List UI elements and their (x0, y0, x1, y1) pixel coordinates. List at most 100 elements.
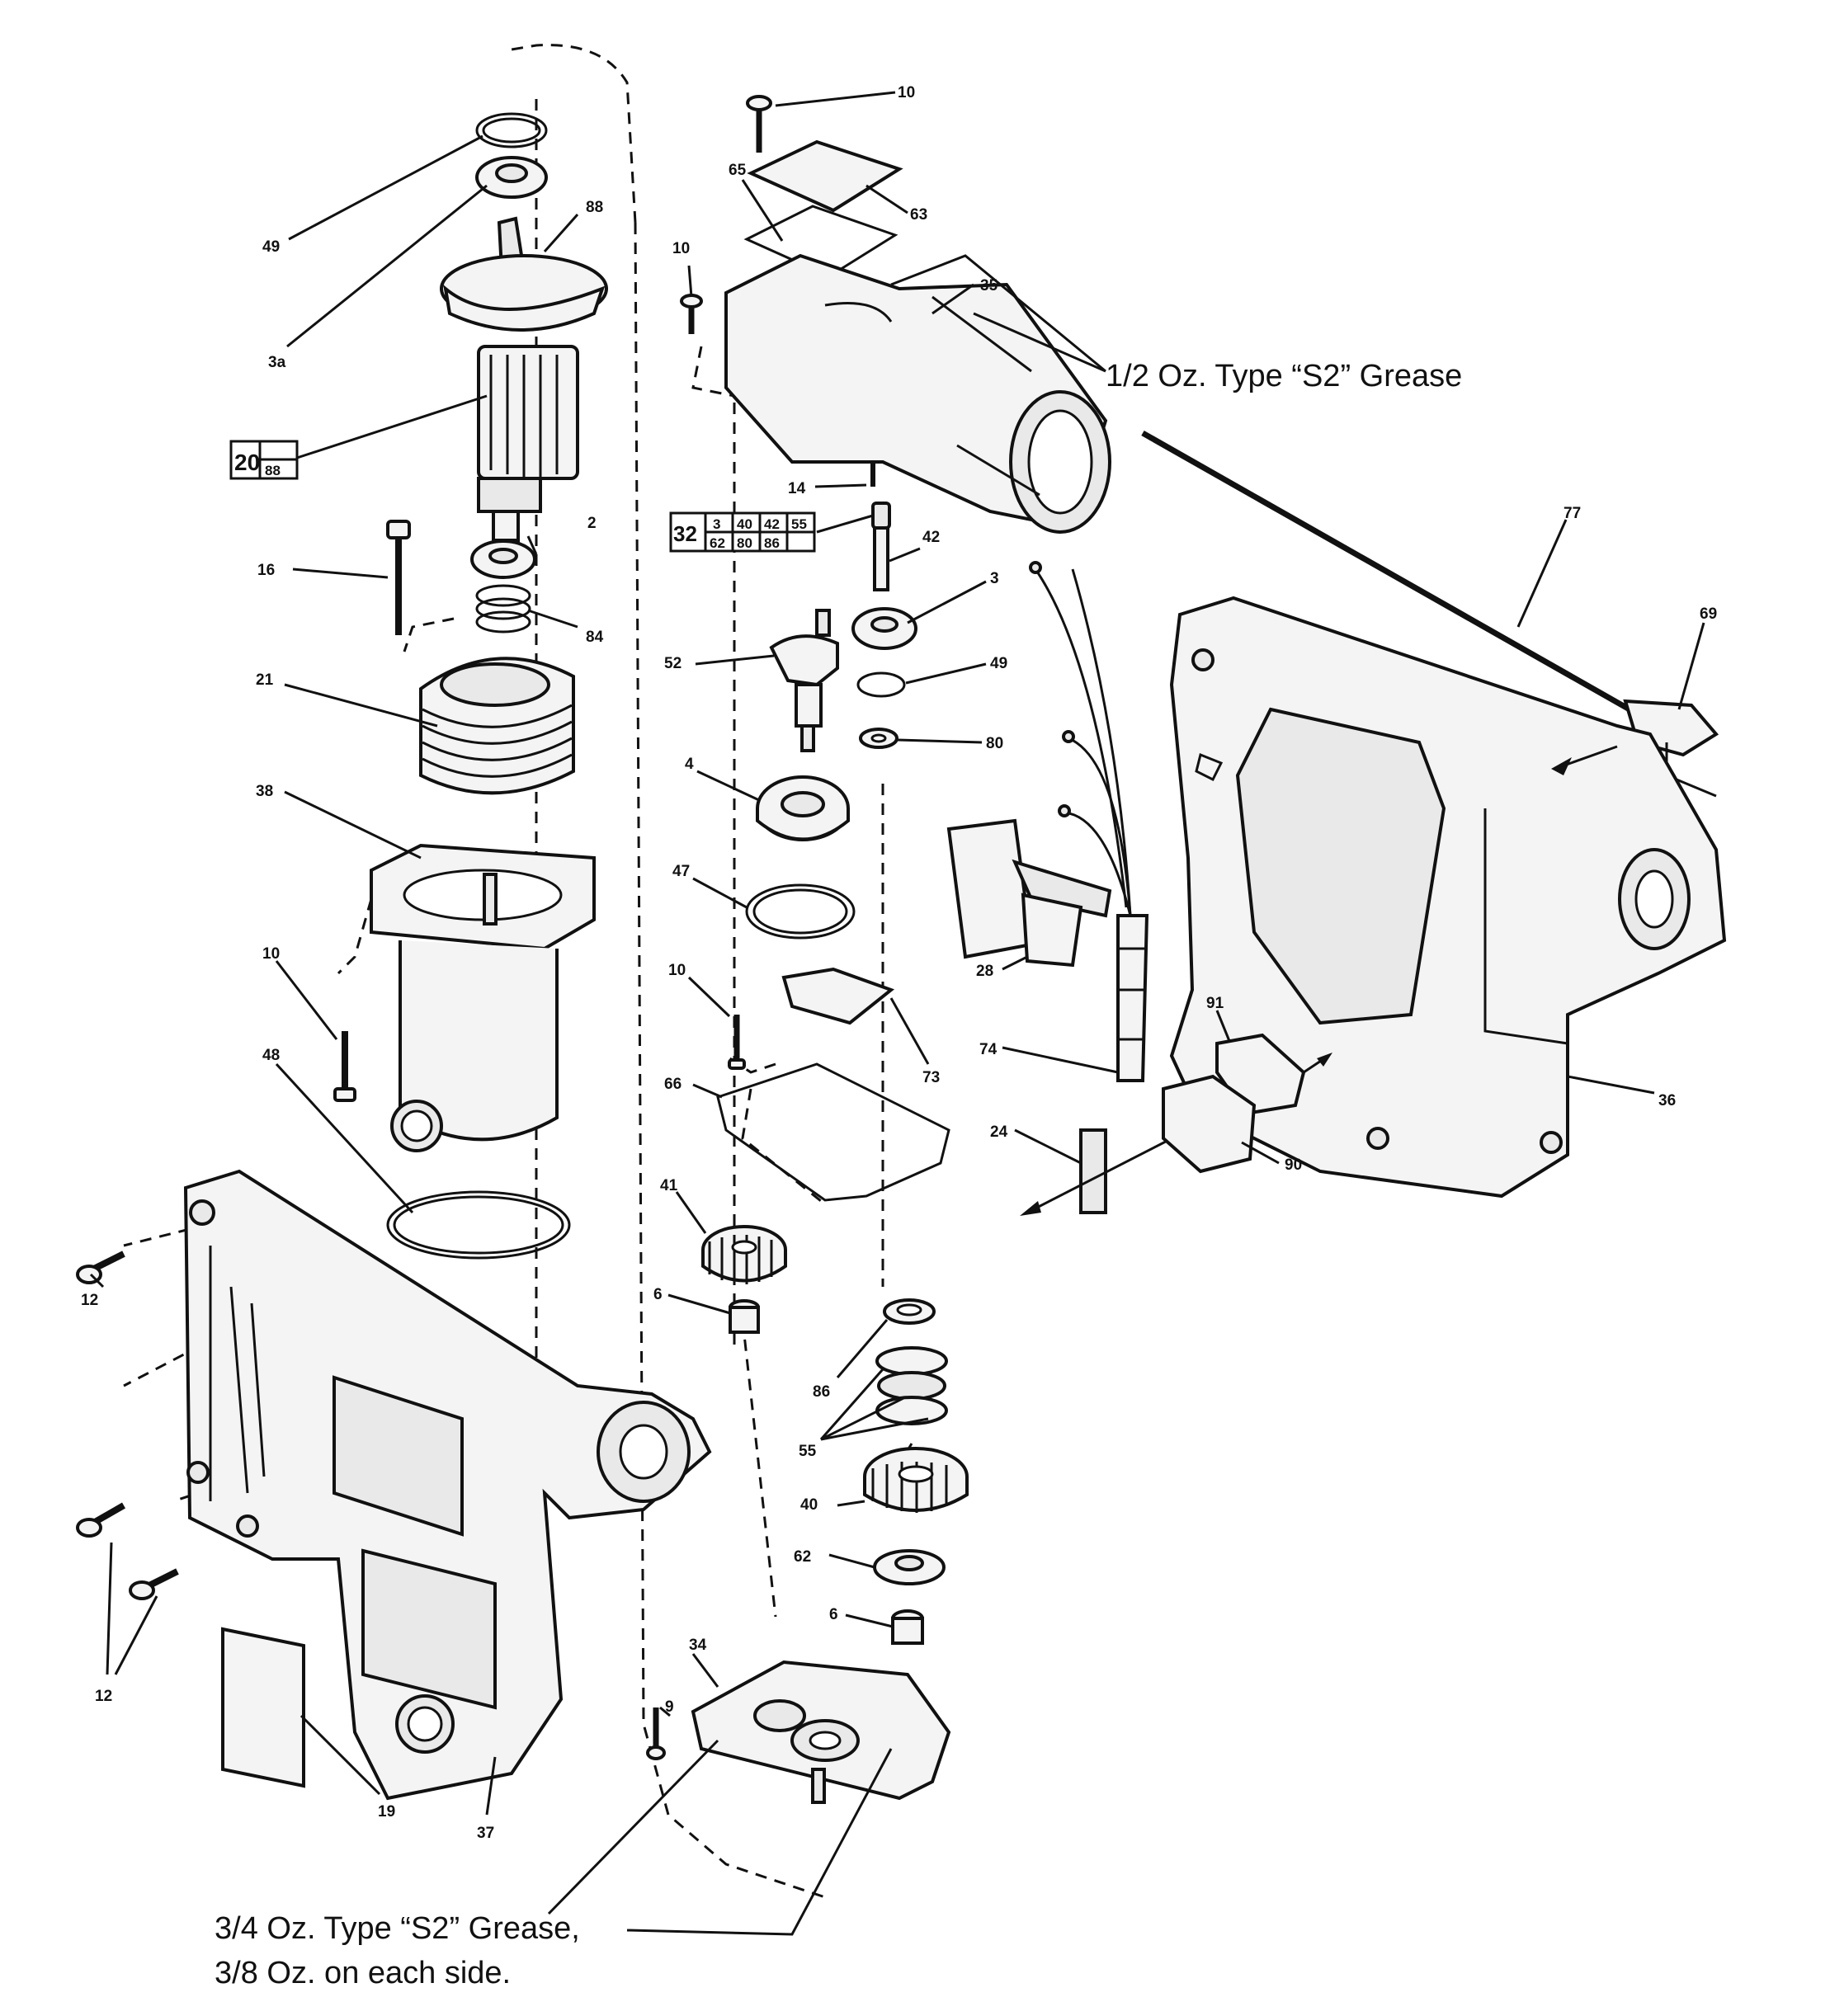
callout-66: 66 (664, 1076, 682, 1093)
callout-38: 38 (256, 783, 273, 800)
callout-37: 37 (477, 1825, 494, 1842)
part-10-screw-upper-left (680, 294, 703, 334)
note-top-grease: 1/2 Oz. Type “S2” Grease (1106, 359, 1462, 393)
callout-49: 49 (262, 238, 280, 256)
part-55-clutch-springs (875, 1346, 948, 1425)
kit-box-20-main: 20 (234, 450, 260, 475)
arrow-to-housing (1551, 745, 1618, 775)
part-84-spring (475, 584, 531, 634)
callout-21: 21 (256, 671, 274, 689)
callout-47: 47 (672, 863, 690, 880)
part-74-cord-protector (1116, 914, 1149, 1082)
callout-91: 91 (1206, 995, 1224, 1012)
note-bottom-grease-line1: 3/4 Oz. Type “S2” Grease, (215, 1911, 580, 1946)
kit-box-32-r2c2: 80 (737, 535, 752, 551)
callout-74: 74 (979, 1041, 998, 1058)
part-90-brush (1162, 1074, 1257, 1174)
callout-80: 80 (986, 735, 1003, 752)
part-63-cover-plate (747, 139, 903, 213)
callout-48: 48 (262, 1047, 280, 1064)
callout-10-upper: 10 (672, 240, 690, 257)
part-9-screw (646, 1707, 666, 1760)
part-10-screw-center (728, 1015, 746, 1070)
part-19-label (221, 1627, 305, 1788)
kit-box-20-88: 20 88 (229, 440, 299, 480)
part-35-gear-housing (724, 253, 1111, 534)
part-10-screw-left (333, 1031, 356, 1102)
callout-numbers: 49 3a 88 2 16 84 21 38 10 48 12 12 19 37… (81, 84, 1717, 1842)
callout-6-upper: 6 (653, 1286, 663, 1303)
callout-12-bottom: 12 (95, 1688, 112, 1705)
part-3a-bearing (475, 156, 548, 199)
kit-box-32-r1c1: 3 (713, 516, 720, 532)
callout-40: 40 (800, 1496, 818, 1514)
part-49-ring (856, 671, 906, 698)
kit-box-32-r1c4: 55 (791, 516, 807, 532)
callout-55: 55 (799, 1443, 817, 1460)
arrow-cord-out (1020, 1128, 1189, 1216)
part-6-sleeve-upper (729, 1299, 760, 1334)
callout-63: 63 (910, 206, 927, 224)
kit-box-32-r2c3: 86 (764, 535, 780, 551)
callout-10-center: 10 (668, 962, 686, 979)
callout-16: 16 (257, 562, 275, 579)
part-47-ring (745, 883, 856, 940)
callout-34: 34 (689, 1637, 707, 1654)
part-73-plate (781, 967, 895, 1025)
cord-wires (1029, 561, 1132, 916)
part-12-screw-low (129, 1568, 179, 1600)
kit-box-32-main: 32 (673, 521, 697, 546)
part-2-bearing (470, 539, 536, 579)
callout-84: 84 (586, 629, 604, 646)
kit-box-32-r1c3: 42 (764, 516, 780, 532)
callout-2: 2 (587, 515, 597, 532)
callout-69: 69 (1700, 605, 1717, 623)
part-66-gasket (716, 1062, 950, 1202)
callout-6-lower: 6 (829, 1606, 838, 1623)
part-80-washer (859, 728, 898, 749)
callout-3: 3 (990, 570, 999, 587)
callout-19: 19 (378, 1803, 395, 1821)
part-37-handle-housing (183, 1169, 712, 1801)
part-12-screw-mid (76, 1502, 125, 1538)
part-49-retaining-ring (475, 112, 548, 148)
part-41-gear (701, 1225, 787, 1284)
part-52-gear-shaft (769, 609, 839, 752)
part-62-clutch (873, 1549, 946, 1585)
part-6-sleeve-lower (891, 1609, 924, 1645)
callout-12-top: 12 (81, 1292, 98, 1309)
part-36-handle-housing (1169, 596, 1727, 1199)
part-34-gear-case-bottom (691, 1660, 951, 1804)
kit-box-32-r1c2: 40 (737, 516, 752, 532)
kit-box-20-sub: 88 (265, 463, 281, 478)
callout-9: 9 (665, 1698, 674, 1716)
callout-3a: 3a (268, 354, 286, 371)
leader-lines (89, 91, 1705, 1936)
callout-14: 14 (788, 480, 806, 497)
callout-65: 65 (729, 162, 747, 179)
callout-10-top: 10 (898, 84, 915, 101)
callout-35: 35 (980, 277, 998, 294)
part-3-bearing (851, 607, 917, 650)
part-38-motor-housing (370, 843, 596, 1152)
callout-73: 73 (922, 1069, 940, 1086)
part-21-field (419, 657, 575, 795)
callout-88: 88 (586, 199, 603, 216)
arrow-brush (1303, 1053, 1332, 1074)
part-48-gasket (386, 1190, 571, 1260)
part-42-shaft (871, 502, 891, 591)
note-bottom-grease-line2: 3/8 Oz. on each side. (215, 1956, 511, 1990)
part-16-screw (386, 520, 411, 635)
callout-24: 24 (990, 1123, 1008, 1141)
part-24-cord (1079, 1128, 1107, 1214)
callout-77: 77 (1564, 505, 1581, 522)
part-40-gear (863, 1447, 969, 1513)
kit-box-32: 32 3 40 42 55 62 80 86 (669, 511, 816, 553)
part-86-washer (883, 1298, 936, 1325)
callout-41: 41 (660, 1177, 678, 1194)
part-12-screw-top (76, 1251, 125, 1284)
callout-49-center: 49 (990, 655, 1007, 672)
callout-10-left: 10 (262, 945, 280, 963)
callout-90: 90 (1285, 1156, 1302, 1174)
callout-42: 42 (922, 529, 940, 546)
